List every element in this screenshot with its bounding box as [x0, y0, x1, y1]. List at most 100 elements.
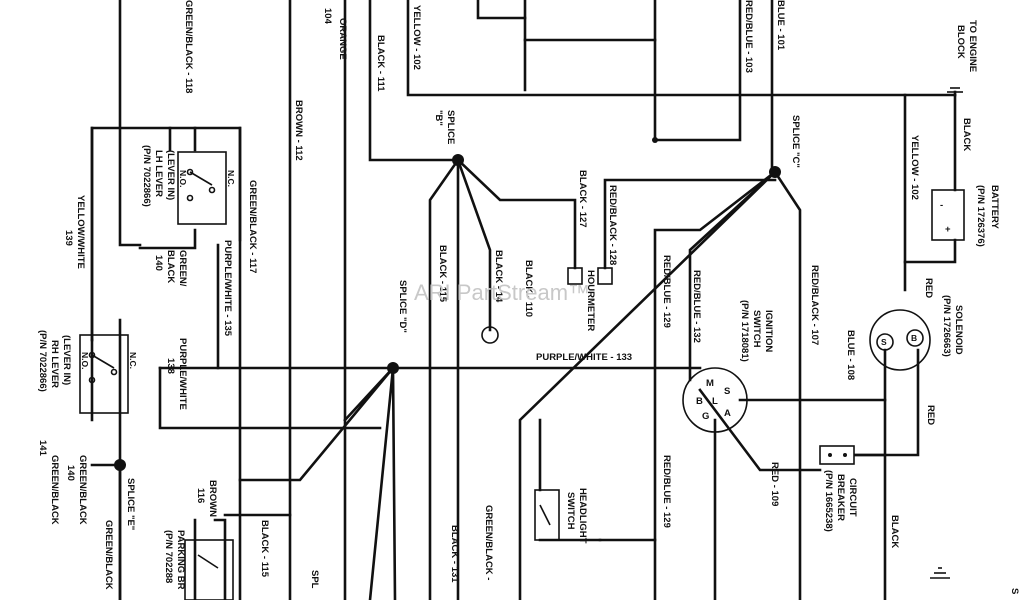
wire-splice-d — [238, 366, 397, 600]
solenoid-s-label: S — [881, 337, 887, 347]
label-solenoid-2: (P/N 1726663) — [941, 295, 952, 357]
ground-icon — [930, 567, 950, 579]
term-l-label: L — [712, 396, 718, 407]
label-green-black-141-b: 141 — [37, 440, 48, 457]
label-spl-bottom: SPL — [309, 570, 320, 589]
wire-black-115 — [428, 158, 460, 600]
label-purple-white-135: PURPLE/WHITE - 135 — [222, 240, 233, 337]
label-blue-108: BLUE - 108 — [845, 330, 856, 380]
label-black-131: BLACK - 131 — [449, 525, 460, 583]
label-yellow-102-right: YELLOW - 102 — [909, 135, 920, 200]
label-rh-nc: N.C. — [128, 352, 138, 369]
term-a-label: A — [724, 408, 731, 419]
wire-red-black-107 — [773, 170, 802, 600]
label-purple-white-138-b: 138 — [165, 358, 176, 374]
label-splice-b: SPLICE — [445, 110, 456, 144]
label-black-battery: BLACK — [961, 118, 972, 151]
splice-c-node — [769, 166, 781, 178]
term-m-label: M — [706, 378, 714, 389]
label-black-115-top: BLACK - 115 — [437, 245, 448, 303]
label-battery-pn: (P/N 1726376) — [975, 185, 986, 247]
label-rh-no: N.O. — [80, 352, 90, 369]
label-yellow-102: YELLOW - 102 — [411, 5, 422, 70]
label-splice-c: SPLICE "C" — [790, 115, 801, 168]
solenoid: S B — [869, 309, 931, 371]
circuit-breaker — [819, 445, 855, 465]
rh-lever-switch — [79, 334, 129, 414]
label-circuit-2: BREAKER — [835, 474, 846, 521]
wire-black-right — [853, 453, 887, 600]
ignition-switch: M S B L G A — [682, 367, 748, 433]
wire-black-14 — [456, 158, 492, 332]
label-red-blue-129-bottom: RED/BLUE - 129 — [661, 455, 672, 528]
label-green-black-bottom: GREEN/BLACK — [103, 520, 114, 590]
wire-top-right — [523, 0, 657, 42]
wires — [90, 0, 957, 600]
label-green-black-140-b: BLACK — [165, 250, 176, 283]
battery-minus-label: - — [940, 200, 943, 211]
wire-red-black-128 — [603, 178, 777, 270]
label-green-black-117: GREEN/BLACK - 117 — [247, 180, 258, 273]
label-black-111: BLACK - 111 — [375, 35, 386, 92]
label-circuit-1: CIRCUIT — [847, 478, 858, 517]
wire-ign-to-breaker — [698, 388, 822, 472]
wire-lh-lever — [138, 126, 197, 250]
label-red-blue-103: RED/BLUE - 103 — [743, 0, 754, 73]
watermark: ARI PartStream™ — [414, 280, 590, 305]
splice-d-node — [387, 362, 399, 374]
label-rh-lever-2: RH LEVER — [49, 340, 60, 388]
wire-green-black-bot — [518, 170, 777, 600]
label-green-black-140-e: 140 — [65, 465, 76, 481]
label-yellow-white: YELLOW/WHITE — [75, 195, 86, 269]
splice-nodes — [114, 137, 781, 471]
label-red-blue-132: RED/BLUE - 132 — [691, 270, 702, 343]
splice-e-node — [114, 459, 126, 471]
splice-b-node — [452, 154, 464, 166]
label-lh-lever-3: (P/N 7022866) — [141, 145, 152, 207]
battery-plus-label: + — [945, 224, 951, 235]
label-139: 139 — [63, 230, 74, 246]
label-red-blue-129-top: RED/BLUE - 129 — [661, 255, 672, 328]
label-red-right: RED — [925, 405, 936, 425]
wire-red-solenoid — [853, 348, 920, 457]
wire-black-111 — [368, 0, 460, 162]
label-lh-lever-2: LH LEVER — [153, 150, 164, 197]
label-to-engine: TO ENGINE — [967, 20, 978, 72]
wire-black-127 — [456, 158, 577, 270]
label-headlight-2: SWITCH — [565, 492, 576, 530]
label-purple-white-138-a: PURPLE/WHITE — [177, 338, 188, 410]
term-b-label: B — [696, 396, 703, 407]
label-splice-d: SPLICE "D" — [397, 280, 408, 333]
label-black-right-bottom: BLACK — [889, 515, 900, 548]
label-red-black-128: RED/BLACK - 128 — [607, 185, 618, 265]
label-block: BLOCK — [955, 25, 966, 59]
label-red-109: RED - 109 — [769, 462, 780, 506]
label-parking-1: PARKING BR — [175, 530, 186, 590]
label-brown-116-b: 116 — [195, 488, 206, 503]
label-brown-116-a: BROWN — [207, 480, 218, 517]
label-s-right: S — [1009, 588, 1020, 594]
hourmeter — [567, 267, 613, 285]
label-rh-lever-3: (P/N 7022866) — [37, 330, 48, 392]
headlight-switch — [534, 489, 560, 541]
label-ignition-2: SWITCH — [751, 310, 762, 348]
label-hourmeter: HOURMETER — [585, 270, 596, 331]
label-red-black-107: RED/BLACK - 107 — [809, 265, 820, 345]
label-104: 104 — [322, 8, 333, 25]
label-black-14: BLACK - 14 — [493, 250, 504, 303]
label-purple-white-133: PURPLE/WHITE - 133 — [536, 352, 632, 363]
term-g-label: G — [702, 411, 709, 422]
label-ignition-3: (P/N 1718081) — [739, 300, 750, 362]
junction-node — [652, 137, 658, 143]
label-ignition-1: IGNITION — [763, 310, 774, 352]
wire-purple-white-138 — [158, 366, 382, 430]
solenoid-b-label: B — [911, 333, 917, 343]
battery: - + — [931, 189, 965, 241]
wire-parking-brake — [193, 518, 227, 600]
wire-top-loop — [476, 0, 527, 20]
label-green-black-140-d: GREEN/BLACK — [77, 455, 88, 525]
label-red-top: RED — [923, 278, 934, 298]
lh-lever-switch — [177, 151, 227, 225]
label-brown-112: BROWN - 112 — [293, 100, 304, 161]
